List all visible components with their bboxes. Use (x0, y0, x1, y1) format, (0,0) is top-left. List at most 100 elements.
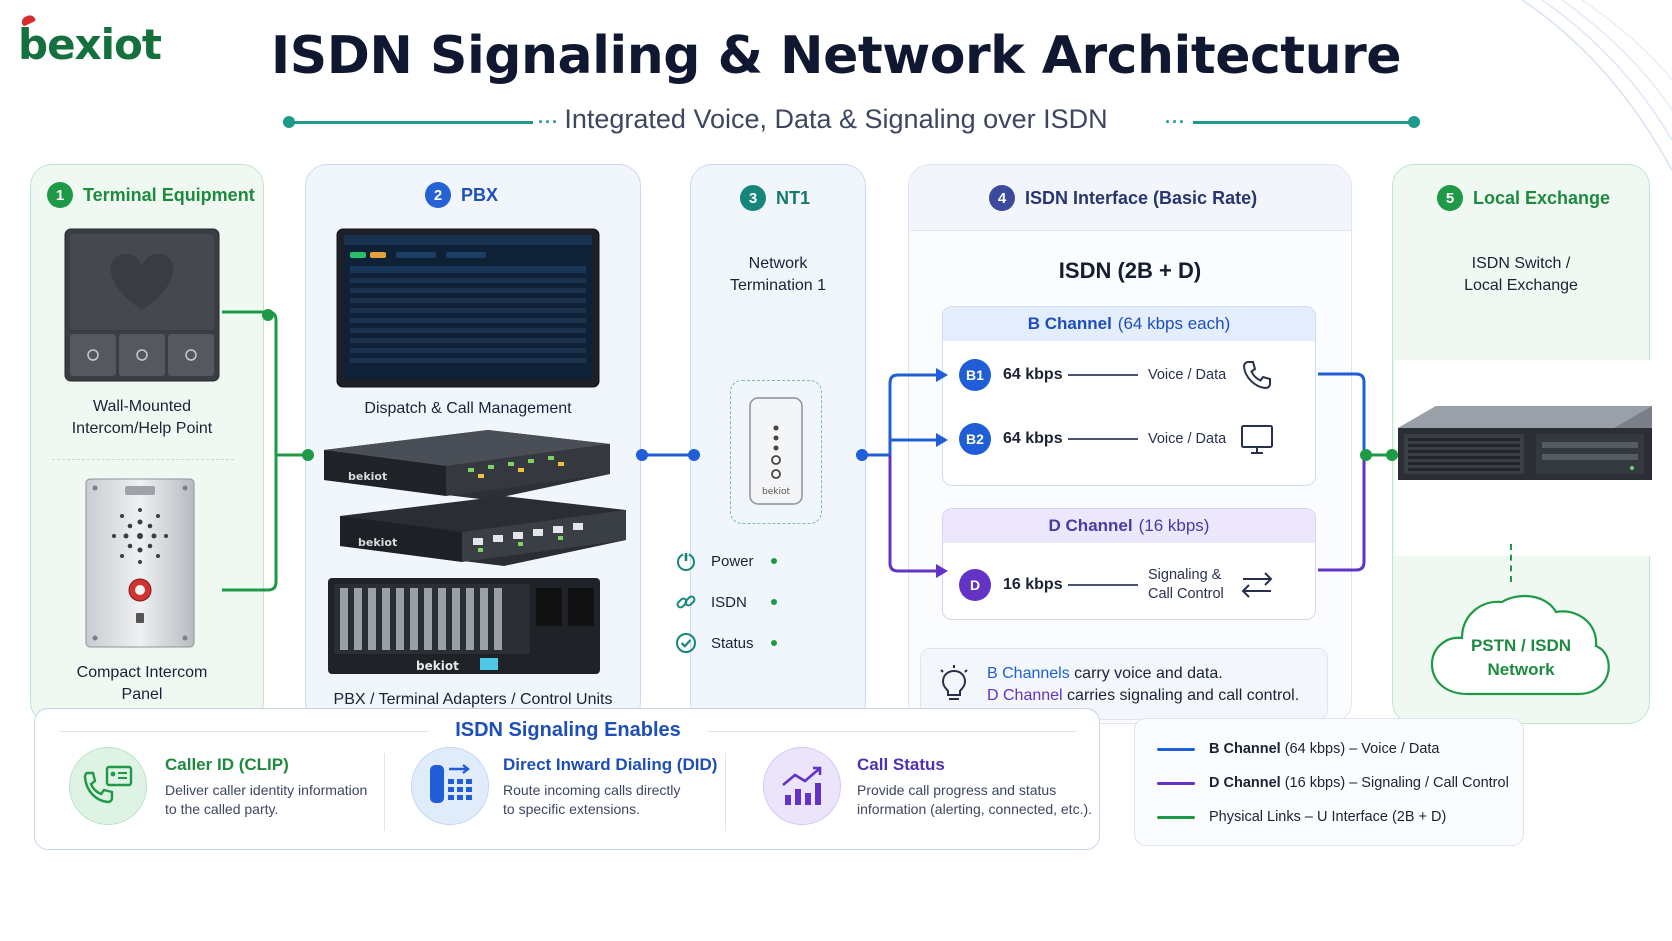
isdn-switch-illustration (1398, 406, 1652, 480)
pbx-header: 2 PBX (425, 182, 498, 208)
wall-intercom-caption: Wall-Mounted Intercom/Help Point (71, 398, 213, 437)
status-indicator-status (771, 640, 777, 646)
b1-rate: 64 kbps (1003, 366, 1063, 383)
step-number-3: 3 (740, 185, 766, 211)
legend-swatch-d-channel (1157, 781, 1195, 785)
step-number-4: 4 (989, 185, 1015, 211)
nt1-status-isdn: ISDN (675, 589, 805, 615)
status-label-power: Power (711, 552, 754, 570)
isdn-title: ISDN Interface (Basic Rate) (1025, 187, 1258, 208)
pbx-title: PBX (461, 184, 499, 205)
feature-call-status-title: Call Status (857, 755, 945, 774)
channel-note-text: B Channels carry voice and data. D Chann… (987, 665, 1300, 704)
page-title: ISDN Signaling & Network Architecture (270, 26, 1402, 86)
feature-did-title: Direct Inward Dialing (DID) (503, 755, 718, 774)
nt1-device-frame (730, 380, 822, 524)
subtitle-ellipsis-left: ··· (538, 112, 559, 132)
feature-caller-id-title: Caller ID (CLIP) (165, 755, 289, 774)
caller-id-icon (83, 765, 133, 804)
legend: B Channel (64 kbps) – Voice / Data D Cha… (1134, 718, 1524, 846)
legend-item-physical-links: Physical Links – U Interface (2B + D) (1157, 807, 1446, 827)
monitor-icon (1241, 425, 1273, 454)
svg-text:bekiot: bekiot (762, 487, 790, 497)
b-channel-header: B Channel(64 kbps each) (943, 307, 1315, 341)
step-number-1: 1 (47, 182, 73, 208)
b2-connector (1068, 438, 1138, 440)
pbx-rack-caption: PBX / Terminal Adapters / Control Units (333, 691, 613, 708)
d-rate: 16 kbps (1003, 576, 1063, 593)
step-number-2: 2 (425, 182, 451, 208)
legend-item-b-channel: B Channel (64 kbps) – Voice / Data (1157, 739, 1439, 759)
subtitle-dot-right (1408, 116, 1420, 128)
status-label-status: Status (711, 634, 754, 652)
b2-rate: 64 kbps (1003, 430, 1063, 447)
legend-swatch-b-channel (1157, 747, 1195, 751)
subtitle-line-right (1193, 121, 1415, 124)
status-indicator-power (771, 558, 777, 564)
nt1-status-power: Power (675, 548, 805, 574)
page-subtitle: Integrated Voice, Data & Signaling over … (564, 104, 1108, 134)
nt1-status-status: Status (675, 630, 805, 656)
status-indicator-isdn (771, 599, 777, 605)
d-connector (1068, 584, 1138, 586)
d-badge: D (959, 569, 991, 601)
isdn-header: 4 ISDN Interface (Basic Rate) (989, 185, 1257, 211)
feature-caller-id: Caller ID (CLIP) Deliver caller identity… (69, 747, 399, 837)
keypad-icon (430, 764, 472, 803)
feature-did-desc: Route incoming calls directly to specifi… (503, 782, 681, 817)
isdn-config-label: ISDN (2B + D) (1058, 258, 1202, 283)
feature-divider-1 (384, 753, 385, 831)
compact-intercom-caption: Compact Intercom Panel (76, 664, 208, 703)
subtitle-dot-left (283, 116, 295, 128)
feature-divider-2 (725, 753, 726, 831)
chart-up-icon (782, 766, 822, 805)
signaling-title-rule-right (707, 731, 1077, 732)
terminal-title: Terminal Equipment (83, 184, 255, 205)
pstn-network-label: PSTN / ISDN Network (1470, 636, 1572, 679)
brand-logo: bexiot (18, 13, 162, 69)
subtitle-line-left (290, 121, 533, 124)
b1-connector (1068, 374, 1138, 376)
d-channel-box: D Channel(16 kbps) D 16 kbps Signaling &… (942, 508, 1316, 620)
b2-usage: Voice / Data (1148, 430, 1227, 447)
svg-text:bekiot: bekiot (348, 470, 387, 483)
b2-badge: B2 (959, 423, 991, 455)
d-channel-header: D Channel(16 kbps) (943, 509, 1315, 543)
terminal-divider (52, 459, 234, 460)
exchange-arrows-icon (1241, 572, 1273, 598)
terminal-header: 1 Terminal Equipment (47, 182, 255, 208)
phone-icon (1242, 361, 1271, 390)
check-circle-icon (676, 633, 696, 653)
isdn-header-band (909, 165, 1351, 231)
feature-did: Direct Inward Dialing (DID) Route incomi… (411, 747, 741, 837)
power-icon (677, 551, 695, 571)
switch-to-cloud-link (1510, 544, 1512, 582)
cloud-icon (1430, 595, 1610, 696)
step-number-5: 5 (1437, 185, 1463, 211)
feature-call-status: Call Status Provide call progress and st… (763, 747, 1093, 837)
nt1-header: 3 NT1 (740, 185, 810, 211)
nt1-device-illustration: bekiot (749, 397, 803, 505)
feature-call-status-desc: Provide call progress and status informa… (857, 782, 1093, 817)
exchange-header: 5 Local Exchange (1437, 185, 1610, 211)
nt1-description: Network Termination 1 (729, 255, 827, 294)
b-channel-box: B Channel(64 kbps each) B1 64 kbps Voice… (942, 306, 1316, 486)
signaling-title-rule-left (59, 731, 429, 732)
d-channel-row: D 16 kbps Signaling & Call Control (943, 563, 1293, 607)
nt1-title: NT1 (776, 187, 811, 208)
lightbulb-icon (940, 665, 968, 700)
dispatch-caption: Dispatch & Call Management (364, 400, 572, 417)
subtitle-row: ··· Integrated Voice, Data & Signaling o… (0, 104, 1672, 140)
pbx-rack-illustration: bekiot bekiot bekiot (324, 430, 626, 674)
b2-channel-row: B2 64 kbps Voice / Data (943, 417, 1293, 461)
link-icon (676, 595, 696, 609)
wall-intercom-illustration (64, 228, 220, 382)
legend-swatch-physical-links (1157, 815, 1195, 819)
signaling-title: ISDN Signaling Enables (455, 719, 681, 741)
exchange-description: ISDN Switch / Local Exchange (1464, 255, 1578, 294)
dispatch-monitor-illustration (336, 228, 600, 388)
signaling-features-box: ISDN Signaling Enables Caller ID (CLIP) … (34, 708, 1100, 850)
svg-text:bekiot: bekiot (358, 536, 397, 549)
d-usage: Signaling & Call Control (1148, 567, 1224, 602)
exchange-title: Local Exchange (1473, 187, 1611, 208)
